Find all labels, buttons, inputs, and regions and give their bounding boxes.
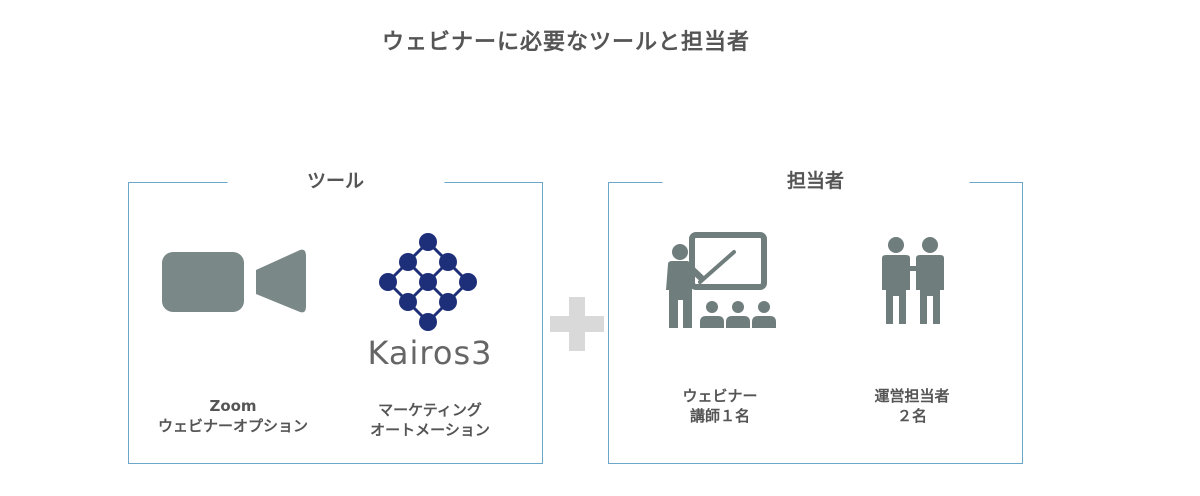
zoom-caption-line1: Zoom xyxy=(209,397,257,415)
zoom-caption: Zoom ウェビナーオプション xyxy=(138,396,328,436)
operator-caption: 運営担当者 ２名 xyxy=(822,386,1002,426)
plus-icon xyxy=(550,297,604,351)
two-people-icon xyxy=(882,237,944,324)
kairos3-logo-text: Kairos3 xyxy=(368,334,493,372)
instructor-caption: ウェビナー 講師１名 xyxy=(630,386,810,426)
page-title: ウェビナーに必要なツールと担当者 xyxy=(381,30,750,55)
staff-panel: 担当者 xyxy=(608,169,1023,464)
zoom-caption-line2: ウェビナーオプション xyxy=(157,417,308,435)
kairos3-caption-line1: マーケティング xyxy=(378,401,482,419)
instructor-caption-line2: 講師１名 xyxy=(689,407,750,425)
instructor-caption-line1: ウェビナー xyxy=(682,387,758,405)
tools-panel: ツール xyxy=(128,169,543,464)
instructor-icon xyxy=(666,232,776,328)
operator-caption-line1: 運営担当者 xyxy=(874,387,950,405)
staff-panel-label: 担当者 xyxy=(661,169,970,193)
kairos3-caption: マーケティング オートメーション xyxy=(335,400,525,440)
kairos3-caption-line2: オートメーション xyxy=(370,421,490,439)
tools-panel-label: ツール xyxy=(226,169,445,193)
operator-caption-line2: ２名 xyxy=(896,407,927,425)
video-camera-icon xyxy=(162,249,306,313)
kairos3-logo: Kairos3 xyxy=(368,233,493,372)
